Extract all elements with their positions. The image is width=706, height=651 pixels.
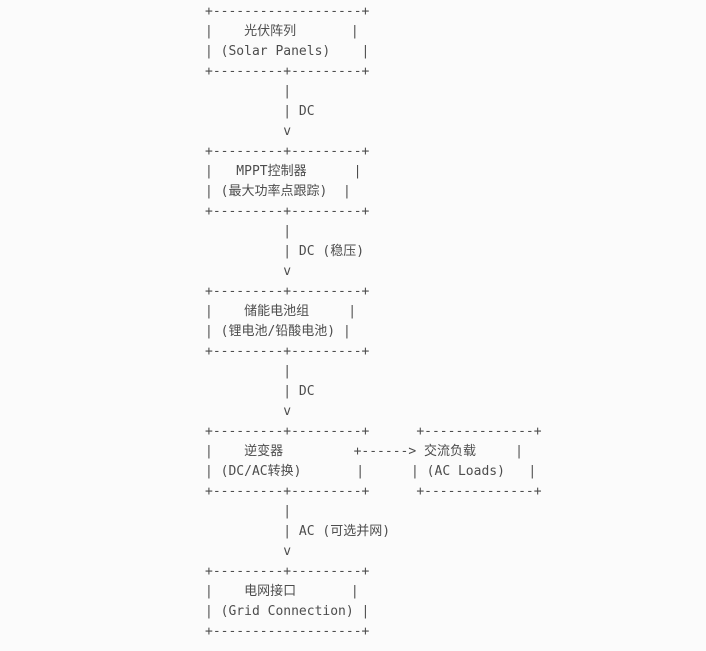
ascii-line-battery-title: | 储能电池组 | [205,304,357,319]
ascii-line: +-------------------+ [205,4,370,19]
ascii-line: | [205,504,292,519]
ascii-line-mppt-title: | MPPT控制器 | [205,164,362,179]
ascii-line-inverter-subtitle: | (DC/AC转换) | | (AC Loads) | [205,464,537,479]
ascii-line-arrowhead: v [205,404,292,419]
ascii-line: | [205,364,292,379]
ascii-line: +---------+---------+ [205,204,370,219]
ascii-line-grid-title: | 电网接口 | [205,584,359,599]
ascii-line-inverter-to-loads: | 逆变器 +------> 交流负载 | [205,444,523,459]
ascii-line-battery-subtitle: | (锂电池/铅酸电池) | [205,324,351,339]
ascii-line: +---------+---------+ +--------------+ [205,424,542,439]
ascii-line: | [205,84,292,99]
ascii-line: | [205,224,292,239]
ascii-line: +---------+---------+ [205,144,370,159]
ascii-line-grid-subtitle: | (Grid Connection) | [205,604,370,619]
ascii-line-pv-subtitle: | (Solar Panels) | [205,44,370,59]
ascii-line-pv-title: | 光伏阵列 | [205,24,359,39]
ascii-line: +---------+---------+ [205,64,370,79]
ascii-line: +---------+---------+ [205,564,370,579]
ascii-line-arrowhead: v [205,264,292,279]
ascii-line: +---------+---------+ +--------------+ [205,484,542,499]
ascii-line-edge-dc-1: | DC [205,104,315,119]
ascii-line-edge-dc-regulated: | DC (稳压) [205,244,365,259]
ascii-line: +---------+---------+ [205,344,370,359]
ascii-line-arrowhead: v [205,124,292,139]
ascii-line-edge-ac-grid: | AC (可选并网) [205,524,391,539]
ascii-line-mppt-subtitle: | (最大功率点跟踪) | [205,184,351,199]
ascii-line: +-------------------+ [205,624,370,639]
ascii-line-edge-dc-2: | DC [205,384,315,399]
ascii-line: +---------+---------+ [205,284,370,299]
ascii-line-arrowhead: v [205,544,292,559]
